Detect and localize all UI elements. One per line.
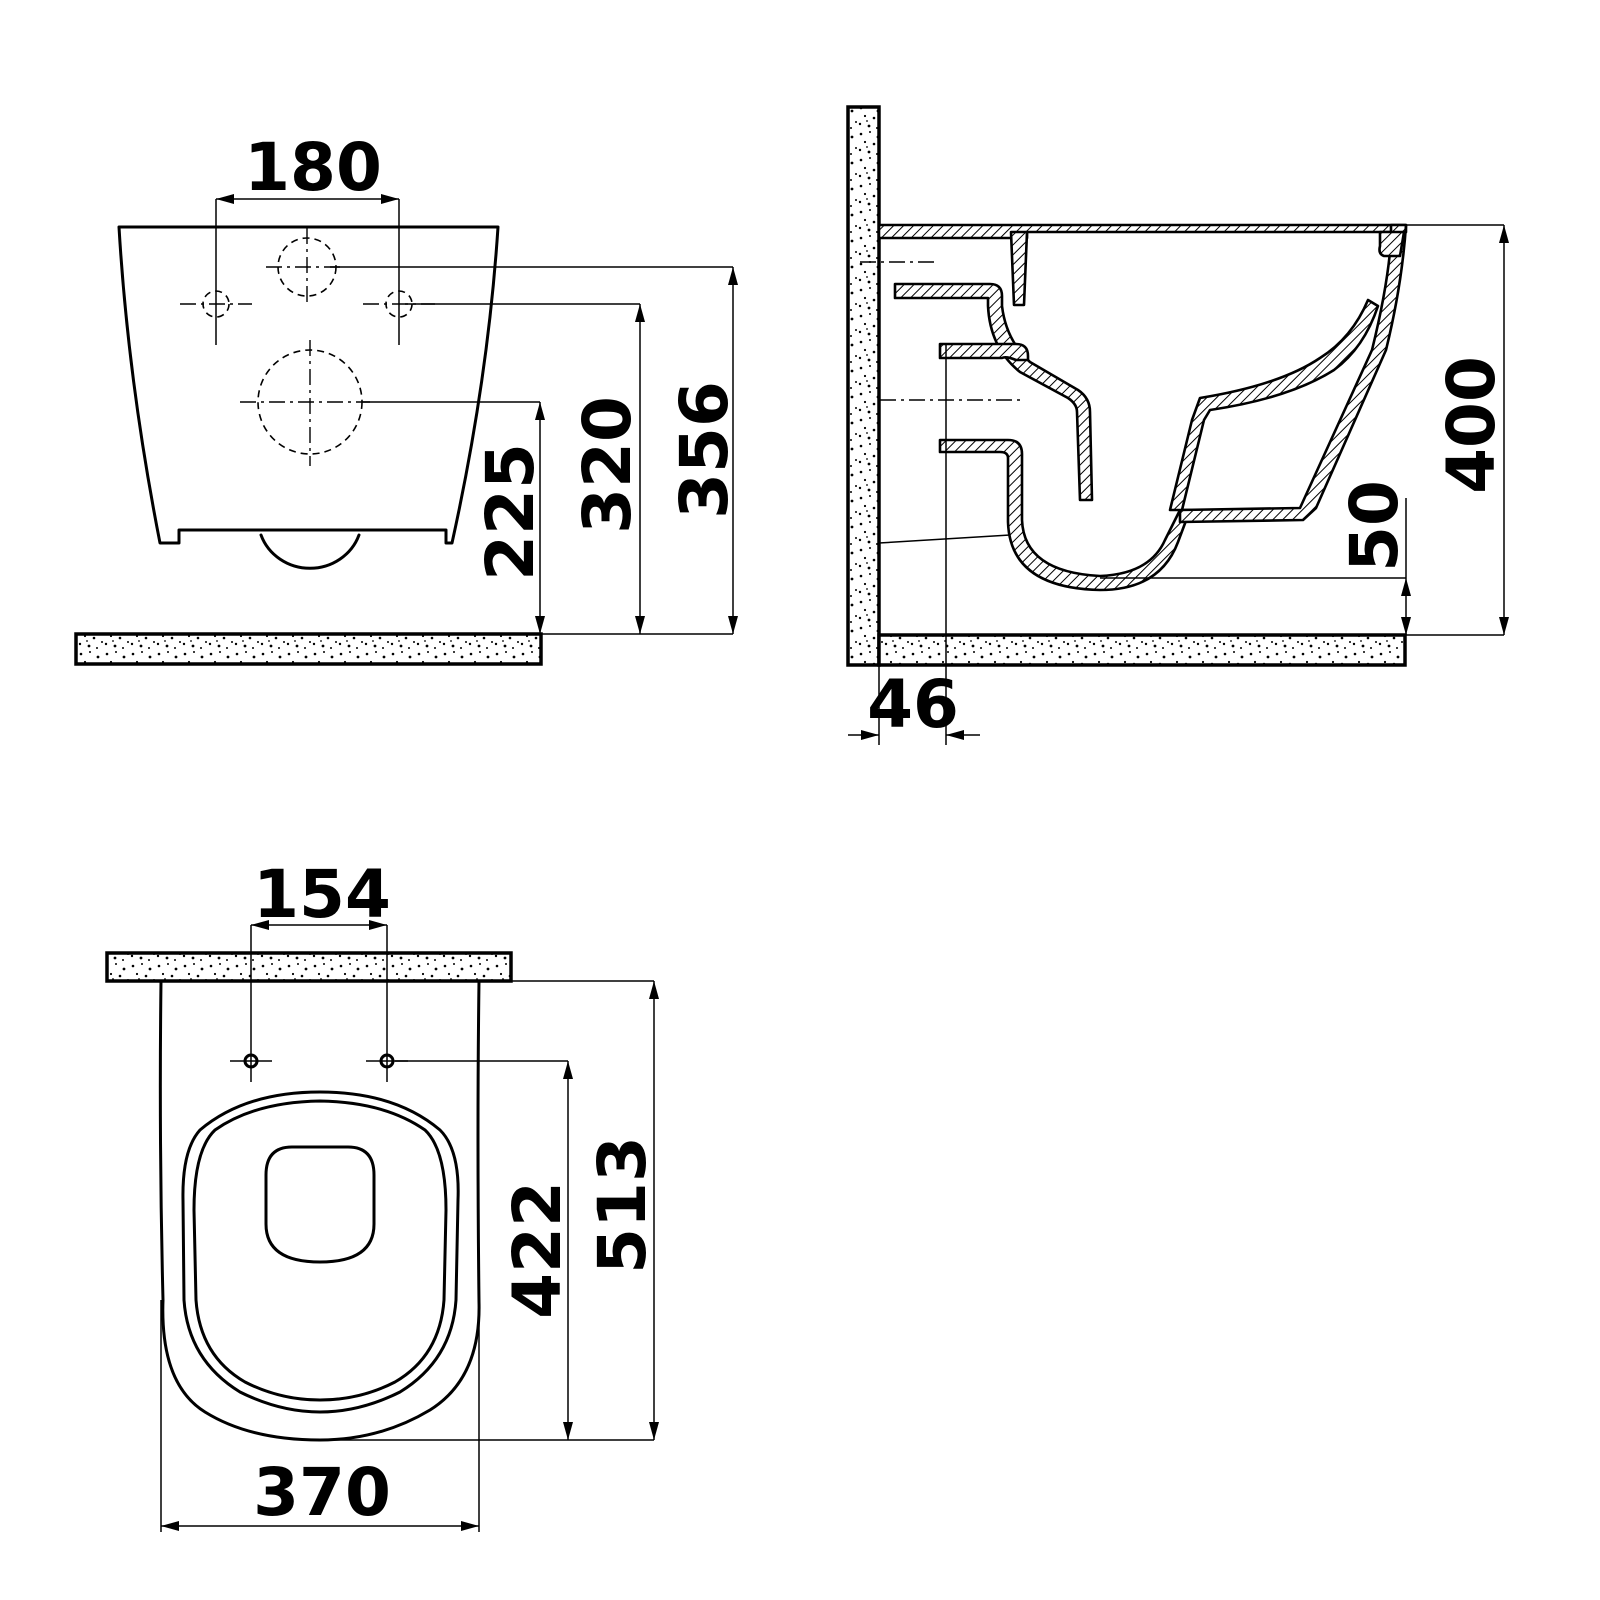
dim-total-depth-top: 513 (584, 1136, 661, 1274)
bowl-opening (264, 1145, 376, 1264)
seat-outer (181, 1090, 460, 1414)
bowl-top-outline (158, 979, 481, 1442)
top-view: 154 513 422 370 (105, 856, 661, 1532)
bowl-top-rim (877, 223, 1408, 240)
floor-slab-side (877, 633, 1407, 667)
outlet-trap (938, 438, 1192, 592)
bowl-outer-shell (1178, 223, 1408, 524)
dim-total-width-top: 370 (253, 1454, 391, 1531)
flush-inlet-wall (1009, 230, 1029, 307)
dim-total-height-side: 400 (1433, 356, 1510, 494)
wall-section (846, 105, 881, 667)
side-view: 400 50 46 (846, 105, 1510, 745)
dim-upper-bolt-height-front: 356 (666, 381, 743, 519)
dim-wall-offset-side: 46 (867, 666, 959, 743)
bowl-inner-surface (1168, 298, 1380, 512)
dim-fixing-to-front-top: 422 (499, 1181, 576, 1319)
bowl-front-outline (117, 225, 500, 545)
front-view: 180 356 320 225 (74, 129, 743, 666)
outlet-spigot-front (259, 533, 361, 570)
dim-fixing-height-front: 320 (569, 396, 646, 534)
dim-outlet-height-front: 225 (472, 443, 549, 581)
trap-section (938, 342, 1030, 362)
floor-slab-front (74, 632, 543, 666)
seat-inner-edge (192, 1099, 448, 1402)
mounting-cavity-upper (893, 282, 1094, 502)
dim-outlet-clearance-side: 50 (1336, 480, 1413, 572)
dim-fixing-width-front: 180 (244, 129, 382, 206)
dim-fixing-width-top: 154 (253, 856, 391, 933)
wall-slab-top (105, 951, 513, 983)
rim-hook (1378, 230, 1406, 258)
